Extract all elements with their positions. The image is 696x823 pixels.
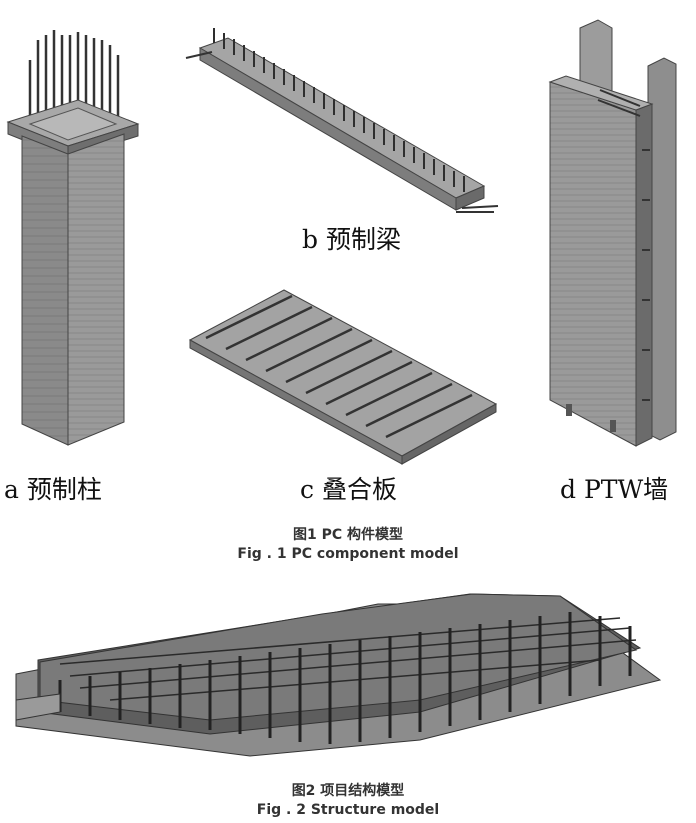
panel-letter-c: c — [300, 475, 315, 504]
figure1-caption-en: Fig . 1 PC component model — [237, 546, 459, 562]
figure2-caption-cn: 图2 项目结构模型 — [291, 783, 405, 799]
panel-name-b: 预制梁 — [325, 225, 401, 254]
panel-label-d: d PTW墙 — [560, 470, 668, 506]
panel-letter-d: d — [560, 475, 577, 504]
panel-letter-b: b — [302, 225, 319, 254]
panel-letter-a: a — [4, 475, 19, 504]
panel-name-c: 叠合板 — [321, 475, 397, 504]
panel-label-a: a 预制柱 — [4, 470, 102, 506]
column-rebars — [28, 30, 120, 122]
panel-label-b: b 预制梁 — [302, 220, 401, 256]
figure1-caption-cn: 图1 PC 构件模型 — [292, 527, 404, 543]
panel-name-d: PTW墙 — [583, 475, 669, 504]
figure2-caption-en: Fig . 2 Structure model — [256, 802, 440, 818]
panel-name-a: 预制柱 — [26, 475, 102, 504]
panel-label-c: c 叠合板 — [300, 470, 397, 506]
